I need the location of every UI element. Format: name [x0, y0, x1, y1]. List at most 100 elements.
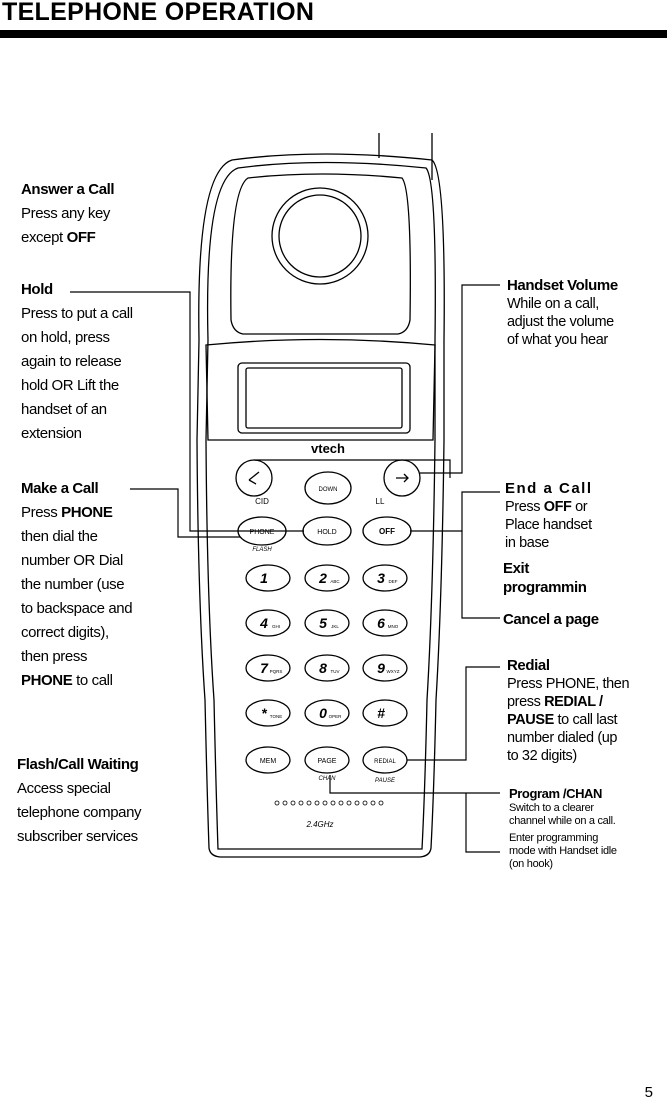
digit-key-label: 1 — [260, 570, 268, 586]
earpiece-inner-ring — [278, 194, 362, 278]
volume-line: adjust the volume — [507, 314, 614, 330]
page-key[interactable] — [304, 746, 350, 774]
hold-title: Hold — [21, 281, 53, 298]
volume-line: While on a call, — [507, 296, 599, 312]
end-call-callout: End a Call Press OFF or Place handset in… — [505, 479, 593, 552]
handset-inner-outline — [205, 161, 436, 850]
exit-title: Exit — [503, 560, 529, 577]
flash-line: subscriber services — [17, 828, 138, 845]
digit-key-label: 0 — [319, 705, 327, 721]
digit-key-letters: DEF — [389, 579, 398, 584]
digit-key-letters: GHI — [272, 624, 280, 629]
softkey-left[interactable] — [235, 459, 273, 497]
make-call-phone-last: PHONE — [21, 672, 73, 689]
make-call-phone: PHONE — [61, 504, 113, 521]
page-title: TELEPHONE OPERATION — [2, 0, 315, 26]
brand-logo: vtech — [311, 441, 345, 456]
hold-line: hold OR Lift the — [21, 377, 119, 394]
hold-line: again to release — [21, 353, 122, 370]
face-plate — [205, 338, 436, 441]
microphone-dots — [274, 800, 384, 806]
exit-callout: Exit programmin — [503, 559, 587, 597]
earpiece-ring — [271, 187, 369, 285]
cancel-page-callout: Cancel a page — [503, 610, 599, 629]
digit-key-letters: TUV — [331, 669, 340, 674]
digit-key-label: 8 — [319, 660, 327, 676]
answer-call-title: Answer a Call — [21, 181, 115, 198]
frequency-label: 2.4GHz — [305, 820, 333, 829]
earpiece-panel — [230, 173, 411, 335]
program-title: Program /CHAN — [509, 786, 603, 801]
hold-line: Press to put a call — [21, 305, 133, 322]
digit-key-label: 7 — [260, 660, 269, 676]
answer-call-line2: except — [21, 229, 67, 246]
make-call-callout: Make a Call Press PHONE then dial the nu… — [21, 477, 133, 693]
hold-callout: Hold Press to put a call on hold, press … — [21, 278, 133, 446]
end-call-or: or — [571, 499, 588, 515]
program-line2: Enter programming — [509, 832, 599, 844]
make-call-line: then press — [21, 648, 88, 665]
redial-line4: number dialed (up — [507, 730, 618, 746]
program-line: Switch to a clearer — [509, 802, 594, 814]
redial-callout: Redial Press PHONE, then press REDIAL / … — [507, 656, 630, 765]
digit-key-label: 9 — [377, 660, 385, 676]
end-call-off: OFF — [543, 499, 572, 515]
make-call-press: Press — [21, 504, 62, 521]
end-call-title: End a Call — [505, 480, 593, 497]
page-number: 5 — [644, 1084, 653, 1101]
make-call-line: number OR Dial — [21, 552, 123, 569]
digit-key-letters: MNO — [388, 624, 399, 629]
end-call-press: Press — [505, 499, 544, 515]
digit-key-letters: JKL — [331, 624, 339, 629]
page-key-label: PAGE — [318, 758, 337, 765]
program-callout: Program /CHAN Switch to a clearer channe… — [509, 786, 617, 871]
mem-key[interactable] — [245, 746, 291, 774]
digit-key-letters: WXYZ — [387, 669, 400, 674]
program-line2: mode with Handset idle — [509, 845, 617, 857]
program-line2: (on hook) — [509, 858, 553, 870]
redial-key-label: REDIAL — [374, 759, 396, 765]
redial-line5: to 32 digits) — [507, 748, 577, 764]
redial-line1: Press PHONE, then — [507, 676, 630, 692]
softkey-right-label: LL — [376, 497, 385, 506]
digit-key-label: 6 — [377, 615, 385, 631]
redial-press: press — [507, 694, 545, 710]
phone-arrow-icon — [248, 471, 260, 485]
title-rule — [0, 30, 667, 38]
mem-key-label: MEM — [260, 758, 277, 765]
make-call-to-call: to call — [72, 672, 113, 689]
make-call-line: correct digits), — [21, 624, 109, 641]
digit-key-label: 5 — [319, 615, 327, 631]
page-key-sub: CHAN — [318, 776, 336, 782]
softkey-left-label: CID — [255, 497, 269, 506]
right-arrow-icon — [396, 473, 409, 483]
off-key-label: OFF — [379, 527, 395, 536]
volume-title: Handset Volume — [507, 277, 618, 294]
make-call-title: Make a Call — [21, 480, 99, 497]
redial-key-sub: PAUSE — [375, 778, 396, 784]
hold-key-label: HOLD — [317, 529, 336, 536]
redial-key-name: REDIAL / — [544, 694, 603, 710]
cancel-page-title: Cancel a page — [503, 611, 599, 628]
phone-key-sub: FLASH — [252, 547, 272, 553]
callout-lines — [70, 284, 500, 853]
digit-key-label: # — [377, 705, 385, 721]
digit-key-letters: ABC — [330, 579, 340, 584]
redial-title: Redial — [507, 657, 550, 674]
redial-pause: PAUSE — [507, 712, 554, 728]
make-call-line: then dial the — [21, 528, 98, 545]
end-call-line: Place handset — [505, 517, 592, 533]
hold-line: handset of an — [21, 401, 107, 418]
make-call-line: the number (use — [21, 576, 125, 593]
lcd-frame — [237, 362, 411, 434]
program-line: channel while on a call. — [509, 815, 616, 827]
lcd-screen — [245, 367, 403, 429]
center-key[interactable] — [304, 471, 352, 505]
digit-key-label: 2 — [318, 570, 327, 586]
phone-key-label: PHONE — [250, 529, 275, 536]
end-call-line: in base — [505, 535, 549, 551]
digit-key-label: 3 — [377, 570, 385, 586]
hold-line: on hold, press — [21, 329, 110, 346]
center-key-label: DOWN — [319, 487, 338, 493]
